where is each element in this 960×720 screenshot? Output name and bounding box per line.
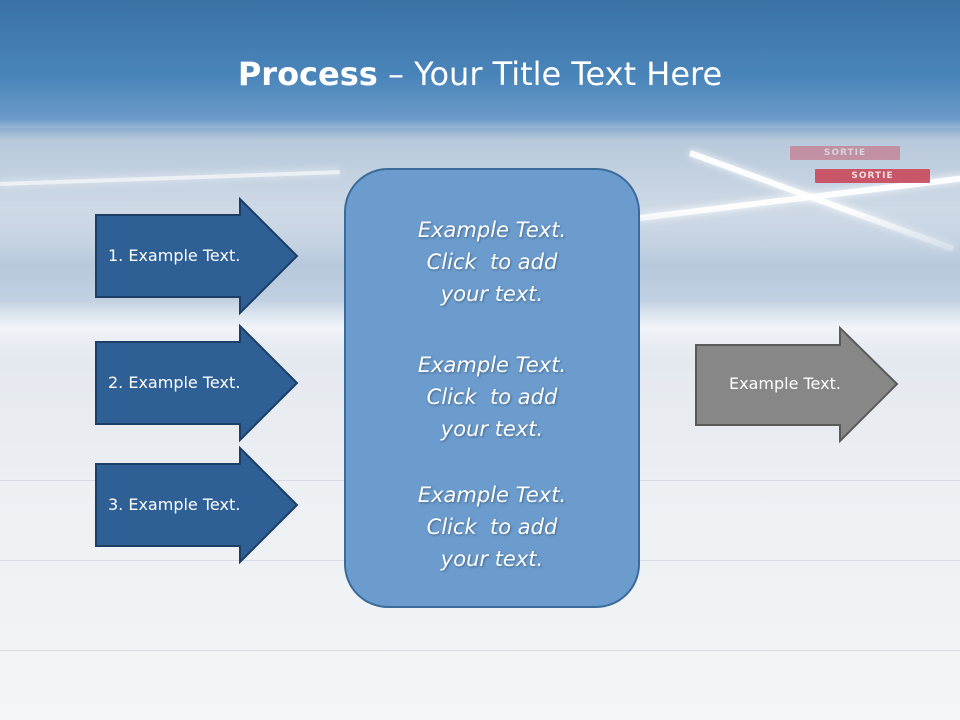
title-rest-text: – Your Title Text Here <box>377 55 723 93</box>
arrow-shape <box>95 323 299 443</box>
title-bold-text: Process <box>237 55 378 93</box>
center-line: your text. <box>440 282 544 306</box>
center-line: Example Text. <box>417 483 567 507</box>
sortie-sign: SORTIE <box>790 146 900 160</box>
arrow-body <box>95 196 299 316</box>
right-arrow[interactable]: Example Text. <box>695 325 900 445</box>
arrow-body <box>695 325 899 444</box>
center-text-block-2: Example Text. Click to add your text. <box>346 349 638 445</box>
left-arrow-1[interactable]: 1. Example Text. <box>95 196 300 316</box>
center-line: Click to add <box>426 385 558 409</box>
arrow-shape <box>95 445 299 565</box>
left-arrow-2[interactable]: 2. Example Text. <box>95 323 300 443</box>
sortie-sign: SORTIE <box>815 169 930 183</box>
arrow-label: 1. Example Text. <box>108 246 241 265</box>
center-text-block-3: Example Text. Click to add your text. <box>346 479 638 575</box>
center-line: Click to add <box>426 250 558 274</box>
floor-line <box>0 650 960 651</box>
center-line: your text. <box>440 547 544 571</box>
center-line: Example Text. <box>417 353 567 377</box>
center-line: Example Text. <box>417 218 567 242</box>
center-line: Click to add <box>426 515 558 539</box>
center-line: your text. <box>440 417 544 441</box>
arrow-label: Example Text. <box>729 374 841 393</box>
arrow-label: 2. Example Text. <box>108 373 241 392</box>
center-text-box[interactable]: Example Text. Click to add your text. Ex… <box>344 168 640 608</box>
arrow-label: 3. Example Text. <box>108 495 241 514</box>
arrow-body <box>95 445 299 565</box>
arrow-shape <box>695 325 899 444</box>
slide-title[interactable]: Process – Your Title Text Here <box>0 52 960 96</box>
center-text-block-1: Example Text. Click to add your text. <box>346 214 638 310</box>
left-arrow-3[interactable]: 3. Example Text. <box>95 445 300 565</box>
arrow-body <box>95 323 299 443</box>
title-band <box>0 0 960 140</box>
arrow-shape <box>95 196 299 316</box>
